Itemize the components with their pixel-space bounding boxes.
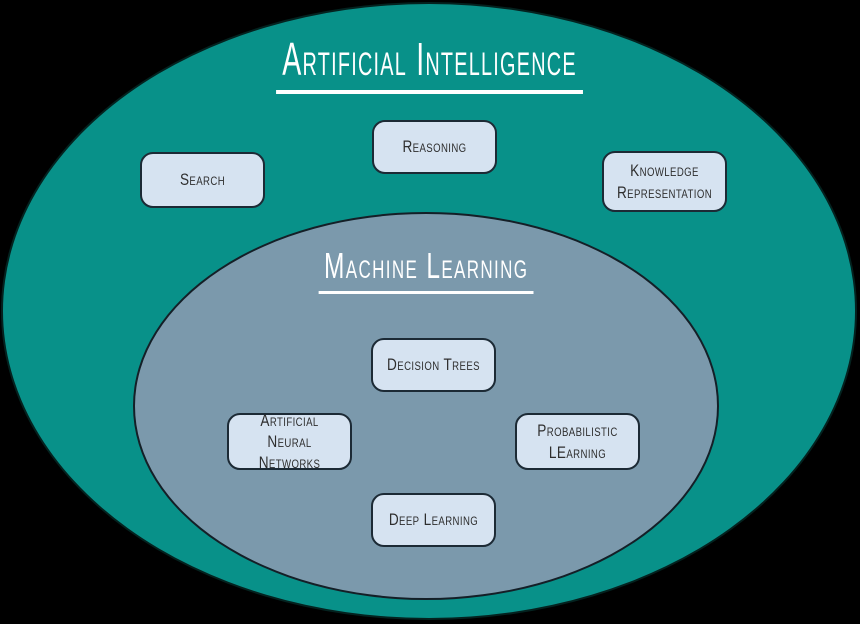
node-decision-trees-label: Decision Trees: [387, 355, 480, 375]
node-search[interactable]: Search: [140, 152, 265, 208]
node-artificial-neural-networks-label: Artificial Neural Networks: [258, 410, 321, 473]
node-probabilistic-learning[interactable]: Probabilistic LEarning: [515, 413, 640, 470]
node-knowledge-representation-label: Knowledge Representation: [616, 161, 713, 202]
node-decision-trees[interactable]: Decision Trees: [371, 338, 496, 392]
node-probabilistic-learning-label: Probabilistic LEarning: [537, 421, 618, 462]
node-reasoning[interactable]: Reasoning: [372, 120, 497, 174]
node-reasoning-label: Reasoning: [402, 137, 467, 157]
node-knowledge-representation[interactable]: Knowledge Representation: [602, 151, 727, 212]
node-deep-learning[interactable]: Deep Learning: [371, 493, 496, 547]
node-artificial-neural-networks[interactable]: Artificial Neural Networks: [227, 411, 352, 472]
node-deep-learning-label: Deep Learning: [388, 510, 479, 530]
node-search-label: Search: [179, 170, 226, 190]
